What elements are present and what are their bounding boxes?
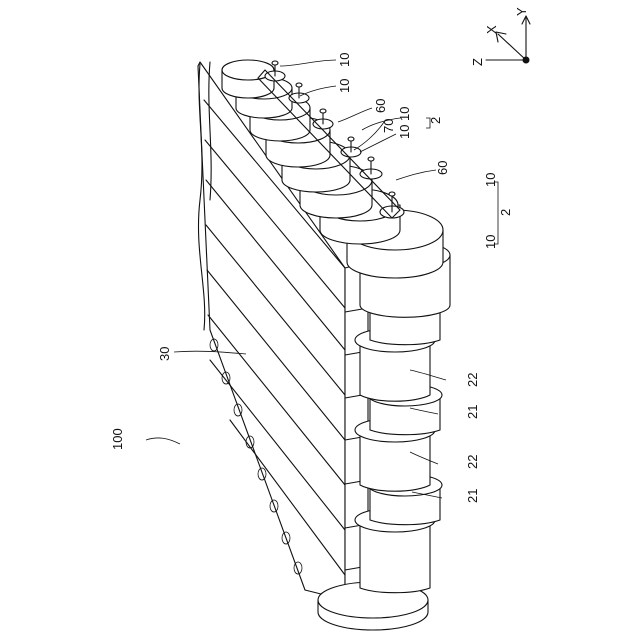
label-member-a: 60 bbox=[373, 99, 388, 113]
axis-z-label: Z bbox=[470, 58, 485, 66]
label-device: 100 bbox=[110, 428, 125, 450]
label-pair-b: 2 bbox=[498, 209, 513, 216]
label-cell-f: 10 bbox=[483, 235, 498, 249]
axis-x-label: X bbox=[484, 25, 499, 34]
label-holder-b: 22 bbox=[465, 455, 480, 469]
label-holder-a: 22 bbox=[465, 373, 480, 387]
label-cell-c: 10 bbox=[397, 107, 412, 121]
label-member-b: 60 bbox=[435, 161, 450, 175]
label-body-a: 21 bbox=[465, 405, 480, 419]
label-cell-a: 10 bbox=[337, 53, 352, 67]
axis-indicator: Y X Z bbox=[470, 7, 530, 66]
label-connector: 70 bbox=[381, 119, 396, 133]
label-cell-d: 10 bbox=[397, 125, 412, 139]
label-cell-b: 10 bbox=[337, 79, 352, 93]
label-plate: 30 bbox=[157, 347, 172, 361]
label-pair-a: 2 bbox=[428, 117, 443, 124]
label-body-b: 21 bbox=[465, 489, 480, 503]
label-cell-e: 10 bbox=[483, 173, 498, 187]
axis-y-label: Y bbox=[514, 7, 529, 16]
